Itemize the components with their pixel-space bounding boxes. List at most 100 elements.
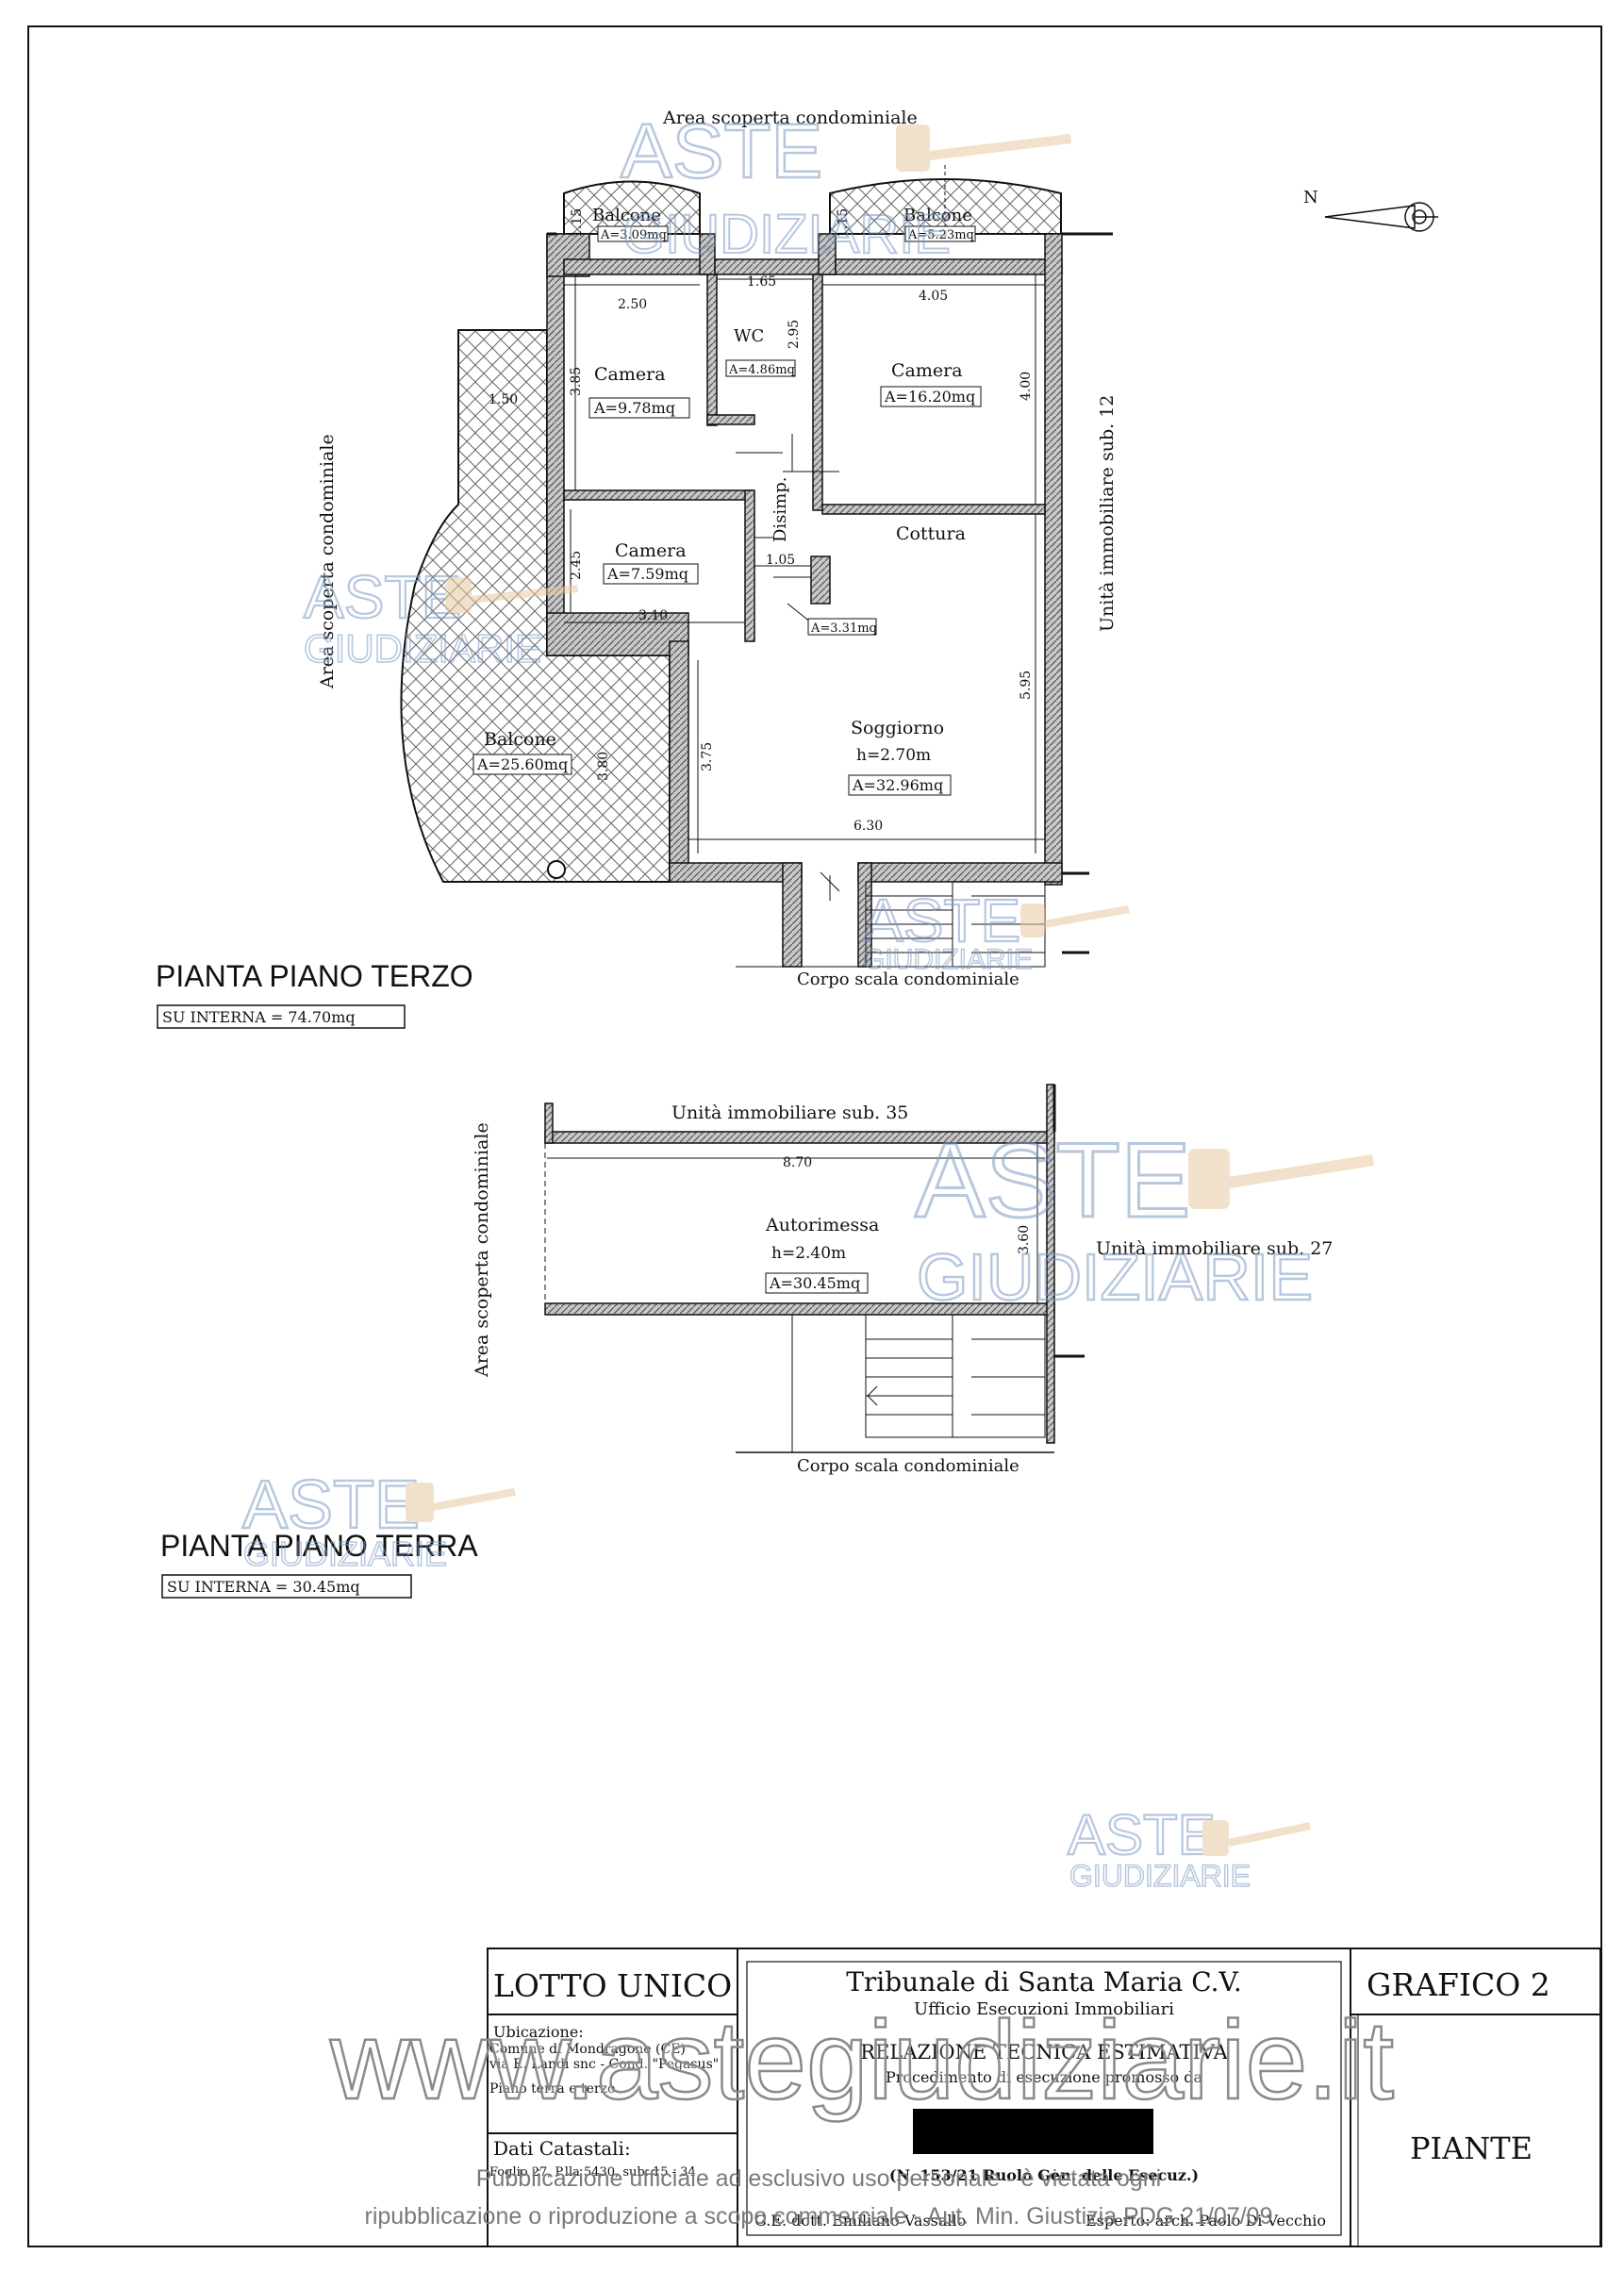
dim: 8.70 bbox=[783, 1155, 812, 1170]
column-marker bbox=[547, 860, 566, 879]
procedimento-text: Procedimento di esecuzione promosso da bbox=[886, 2068, 1203, 2086]
room-soggiorno: Soggiorno bbox=[851, 718, 944, 738]
plan-third-floor: N Area scoperta condominiale Area scoper… bbox=[156, 108, 1438, 1029]
room-camera-2: Camera bbox=[891, 360, 963, 381]
area-camera-2: A=16.20mq bbox=[884, 388, 975, 406]
dim: 5.95 bbox=[1019, 671, 1034, 700]
area-wc: A=4.86mq bbox=[728, 363, 795, 377]
height-autorimessa: h=2.40m bbox=[771, 1244, 846, 1263]
ubicazione-line-2: via E. Landi snc - Cond. "Pegasus" bbox=[489, 2057, 719, 2072]
su-box-terzo bbox=[157, 1004, 406, 1029]
gavel-icon bbox=[1202, 1820, 1311, 1856]
watermark-brand-bottom: GIUDIZIARIE bbox=[863, 944, 1033, 975]
watermark-url: www.astegiudiziarie.it bbox=[329, 1998, 1394, 2123]
dim: 3.85 bbox=[569, 367, 584, 396]
neighbor-boundary-marks bbox=[1052, 1085, 1085, 1358]
watermark-brand-bottom: GIUDIZIARIE bbox=[1069, 1859, 1251, 1893]
watermark-brand-bottom: GIUDIZIARIE bbox=[304, 626, 541, 671]
watermark-brand-top: ASTE bbox=[863, 887, 1020, 954]
lotto-label: LOTTO UNICO bbox=[493, 1967, 732, 2004]
gavel-icon bbox=[406, 1483, 516, 1522]
label-unita-top: Unità immobiliare sub. 35 bbox=[671, 1102, 908, 1123]
piante-label: PIANTE bbox=[1410, 2130, 1533, 2166]
ufficio-subtitle: Ufficio Esecuzioni Immobiliari bbox=[914, 1999, 1174, 2019]
area-box bbox=[597, 225, 669, 242]
dim: 2.45 bbox=[569, 551, 584, 580]
dimension-texts-third: 1.15 1.15 1.65 2.50 4.05 2.95 3.85 4.00 … bbox=[489, 208, 1034, 834]
height-soggiorno: h=2.70m bbox=[856, 746, 931, 765]
gavel-icon bbox=[1188, 1149, 1374, 1209]
north-label: N bbox=[1303, 188, 1318, 207]
area-autorimessa: A=30.45mq bbox=[769, 1274, 860, 1292]
label-corpo-scala: Corpo scala condominiale bbox=[797, 970, 1019, 989]
area-disimp: A=3.31mq bbox=[810, 622, 877, 636]
room-wc: WC bbox=[734, 326, 764, 346]
area-camera-3: A=7.59mq bbox=[606, 565, 688, 583]
gavel-icon bbox=[445, 577, 578, 613]
watermark-brand-bottom: GIUDIZIARIE bbox=[243, 1534, 447, 1573]
ubicazione-line-1: Comune di Mondragone (CE) bbox=[489, 2042, 686, 2057]
area-box bbox=[472, 754, 572, 775]
ubicazione-label: Ubicazione: bbox=[493, 2023, 584, 2041]
balcony-west bbox=[400, 329, 671, 883]
area-box bbox=[904, 225, 976, 242]
catastali-label: Dati Catastali: bbox=[493, 2137, 631, 2160]
label-unita-right: Unità immobiliare sub. 27 bbox=[1096, 1238, 1333, 1259]
footer-notice-line-2: ripubblicazione o riproduzione a scopo c… bbox=[365, 2203, 1273, 2230]
ge-text: G.E. dott. Emiliano Vassallo bbox=[754, 2212, 966, 2230]
dim: 3.10 bbox=[638, 608, 668, 623]
dim: 4.00 bbox=[1019, 372, 1034, 401]
dim: 2.50 bbox=[618, 297, 647, 312]
label-area-left: Area scoperta condominiale bbox=[317, 434, 338, 689]
area-soggiorno: A=32.96mq bbox=[852, 776, 943, 794]
area-box bbox=[588, 397, 690, 419]
dim: 3.80 bbox=[596, 752, 611, 781]
watermark-logo-2: ASTE GIUDIZIARIE bbox=[303, 562, 578, 671]
watermark-logo-6: ASTE GIUDIZIARIE bbox=[1067, 1802, 1311, 1894]
dim: 1.15 bbox=[836, 208, 851, 238]
gavel-icon bbox=[896, 124, 1071, 172]
dim: 3.60 bbox=[1017, 1225, 1032, 1254]
dim: 1.15 bbox=[570, 208, 585, 238]
label-area-left: Area scoperta condominiale bbox=[472, 1122, 492, 1378]
staircase-ground bbox=[736, 1314, 1054, 1453]
neighbor-boundary-marks bbox=[547, 232, 1113, 954]
balcony-north-left bbox=[563, 180, 701, 235]
plan-title-terra: PIANTA PIANO TERRA bbox=[160, 1529, 478, 1563]
gavel-icon bbox=[1020, 903, 1130, 937]
dim: 1.05 bbox=[766, 553, 795, 568]
area-balcone-1: A=3.09mq bbox=[600, 228, 667, 242]
room-cottura: Cottura bbox=[896, 523, 966, 544]
door-swings-third bbox=[736, 434, 840, 901]
area-box bbox=[725, 359, 796, 377]
dim: 1.65 bbox=[747, 274, 776, 290]
su-box-terra bbox=[161, 1574, 412, 1599]
plan-title-terzo: PIANTA PIANO TERZO bbox=[156, 959, 473, 993]
watermark-brand-bottom: GIUDIZIARIE bbox=[917, 1240, 1313, 1314]
room-disimp: Disimp. bbox=[771, 477, 790, 543]
area-box bbox=[807, 618, 877, 636]
redacted-name bbox=[913, 2109, 1153, 2154]
label-corpo-scala: Corpo scala condominiale bbox=[797, 1456, 1019, 1476]
area-box bbox=[765, 1272, 869, 1294]
watermark-logo-5: ASTE GIUDIZIARIE bbox=[241, 1467, 516, 1574]
room-camera-1: Camera bbox=[594, 364, 666, 385]
room-balcone-1: Balcone bbox=[592, 206, 661, 225]
watermark-brand-top: ASTE bbox=[304, 563, 461, 631]
footer-notice-line-1: Pubblicazione ufficiale ad esclusivo uso… bbox=[476, 2165, 1161, 2192]
watermark-brand-top: ASTE bbox=[242, 1467, 420, 1543]
dim: 2.95 bbox=[787, 320, 802, 349]
dim: 3.75 bbox=[700, 742, 715, 771]
ruolo-text: (N. 153/21 Ruolo Gen. delle Esecuz.) bbox=[889, 2166, 1199, 2184]
watermark-brand-top: ASTE bbox=[621, 108, 822, 194]
watermark-brand-top: ASTE bbox=[1068, 1803, 1216, 1866]
area-balcone-2: A=5.23mq bbox=[907, 228, 974, 242]
dimension-lines-third bbox=[564, 165, 1045, 854]
walls-ground-floor bbox=[544, 1084, 1055, 1444]
title-block bbox=[487, 1948, 1601, 2247]
relazione-title: RELAZIONE TECNICA ESTIMATIVA bbox=[860, 2041, 1228, 2064]
ubicazione-line-3: Piano terra e terzo bbox=[489, 2081, 615, 2097]
su-terra: SU INTERNA = 30.45mq bbox=[167, 1578, 360, 1596]
room-balcone-3: Balcone bbox=[484, 729, 556, 750]
